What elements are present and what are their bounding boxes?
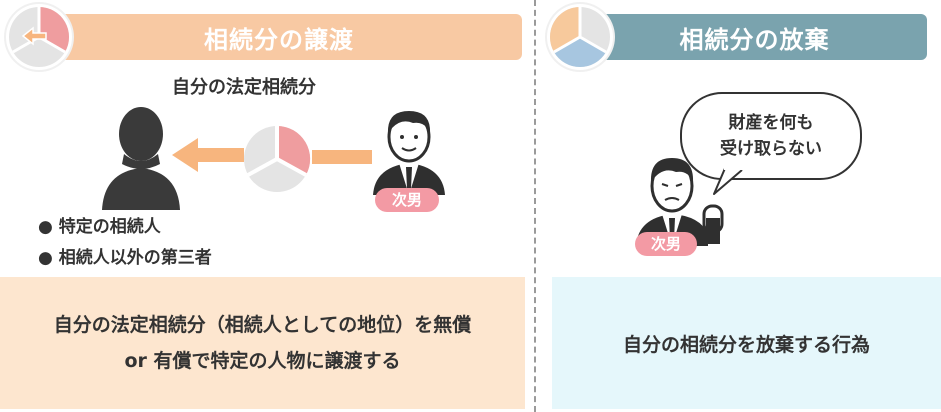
right-description: 自分の相続分を放棄する行為	[622, 333, 870, 356]
right-description-box: 自分の相続分を放棄する行為	[552, 277, 941, 409]
right-banner: 相続分の放棄	[582, 14, 927, 60]
speech-line2: 受け取らない	[720, 139, 822, 159]
left-banner: 相続分の譲渡	[36, 14, 522, 60]
left-description-line1: 自分の法定相続分（相続人としての地位）を無償	[53, 314, 472, 336]
second-son-avatar-icon	[373, 111, 445, 195]
speech-bubble-tail-icon	[713, 166, 744, 195]
bullet-specific-heir: ● 特定の相続人	[38, 217, 161, 237]
share-renunciation-icon	[549, 6, 610, 68]
right-pie-badge	[547, 4, 613, 70]
left-banner-title: 相続分の譲渡	[204, 25, 354, 54]
left-person-label: 次男	[375, 188, 439, 212]
right-person-label: 次男	[635, 232, 697, 256]
left-description-box: 自分の法定相続分（相続人としての地位）を無償 or 有償で特定の人物に譲渡する	[0, 277, 525, 409]
share-transfer-icon	[9, 6, 70, 67]
diagram-title: 自分の法定相続分	[172, 77, 316, 98]
speech-bubble: 財産を何も 受け取らない	[680, 92, 862, 180]
left-pie-badge	[6, 4, 72, 70]
recipient-silhouette-icon	[102, 107, 180, 210]
transfer-line-icon	[312, 150, 372, 164]
right-banner-title: 相続分の放棄	[679, 25, 830, 54]
panel-divider	[534, 0, 536, 412]
inheritance-share-pie-icon	[244, 125, 311, 192]
transfer-arrow-icon	[172, 138, 244, 172]
bullet-third-party: ● 相続人以外の第三者	[38, 248, 212, 268]
left-description-line2: or 有償で特定の人物に譲渡する	[124, 350, 401, 372]
speech-line1: 財産を何も	[728, 113, 814, 133]
